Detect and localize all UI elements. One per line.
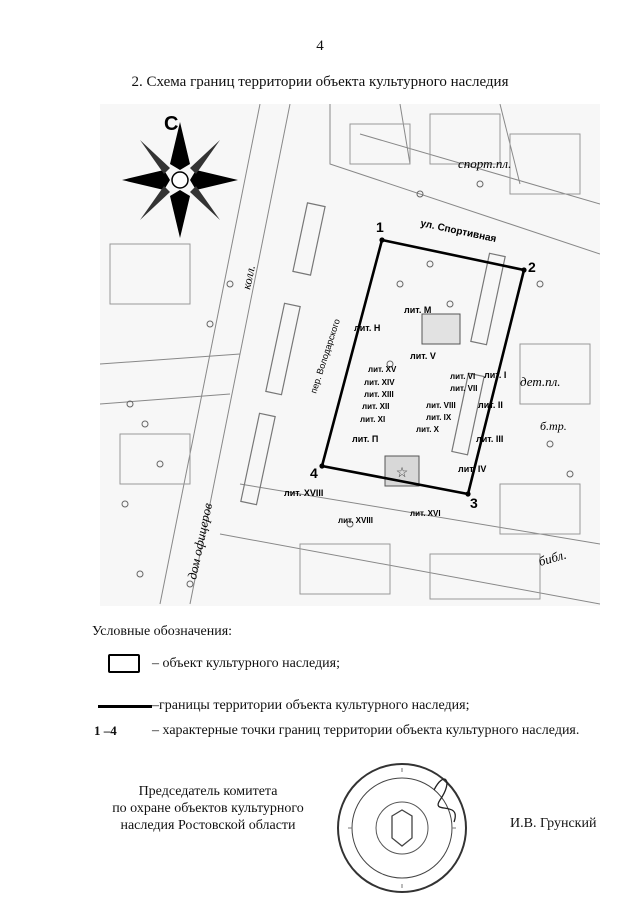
det-pl-label: дет.пл. <box>520 374 561 389</box>
boundary-point-4: 4 <box>310 465 318 481</box>
boundary-point-3: 3 <box>470 495 478 511</box>
position-line-3: наследия Ростовской области <box>120 818 296 833</box>
lit-xi-label: лит. XI <box>360 415 385 424</box>
position-line-2: по охране объектов культурного <box>112 801 304 816</box>
lit-xiv-label: лит. XIV <box>364 378 395 387</box>
b-tr-label: б.тр. <box>540 419 567 433</box>
legend-points-symbol: 1 –4 <box>94 723 117 738</box>
official-seal-icon <box>337 763 467 893</box>
koll-label: колл. <box>239 264 258 291</box>
signatory-name: И.В. Грунский <box>510 816 597 831</box>
legend-box-icon <box>108 654 140 673</box>
lit-iii-label: лит. III <box>476 434 503 444</box>
legend-line-icon <box>98 704 152 708</box>
legend-item-points: 1 –4 – характерные точки границ территор… <box>92 723 579 739</box>
signatory-position: Председатель комитета по охране объектов… <box>92 783 324 834</box>
lit-iv-label: лит. IV <box>458 464 486 474</box>
sport-pl-label: спорт.пл. <box>458 156 511 171</box>
compass-label: С <box>164 113 178 135</box>
lit-m-label: лит. М <box>404 305 431 315</box>
legend-title: Условные обозначения: <box>92 624 233 639</box>
bibl-label: библ. <box>537 547 568 569</box>
lit-i-label: лит. I <box>484 370 506 380</box>
svg-text:☆: ☆ <box>396 466 409 481</box>
page-number: 4 <box>316 38 324 54</box>
lit-viii-label: лит. VIII <box>426 401 456 410</box>
lit-vi-label: лит. VI <box>450 372 475 381</box>
lit-xviii-a-label: лит. XVIII <box>284 488 323 498</box>
lit-v-label: лит. V <box>410 351 436 361</box>
lit-vii-label: лит. VII <box>450 384 477 393</box>
legend-text-points: – характерные точки границ территории об… <box>152 723 580 738</box>
boundary-point-1: 1 <box>376 219 384 235</box>
boundary-point-2: 2 <box>528 259 536 275</box>
lit-n-label: лит. Н <box>354 323 380 333</box>
lit-xii-label: лит. XII <box>362 402 389 411</box>
territory-map: ☆ С ул. Спортивная пер. Володарского спо… <box>100 104 600 606</box>
lit-xvi-label: лит. XVI <box>410 509 441 518</box>
lit-x-label: лит. X <box>416 425 440 434</box>
lit-ii-label: лит. II <box>478 400 503 410</box>
legend-item-boundary: –границы территории объекта культурного … <box>92 698 469 714</box>
legend-item-object: – объект культурного наследия; <box>92 654 340 673</box>
page-title: 2. Схема границ территории объекта культ… <box>131 74 509 90</box>
position-line-1: Председатель комитета <box>138 784 278 799</box>
lit-ix-label: лит. IX <box>426 413 452 422</box>
compass-rose-icon <box>122 122 238 238</box>
legend-text-boundary: –границы территории объекта культурного … <box>152 698 470 713</box>
legend-text-object: – объект культурного наследия; <box>152 655 340 671</box>
lit-p-label: лит. П <box>352 434 378 444</box>
lit-xviii-b-label: лит. XVIII <box>338 516 373 525</box>
lit-xiii-label: лит. XIII <box>364 390 394 399</box>
lit-xv-label: лит. XV <box>368 365 397 374</box>
